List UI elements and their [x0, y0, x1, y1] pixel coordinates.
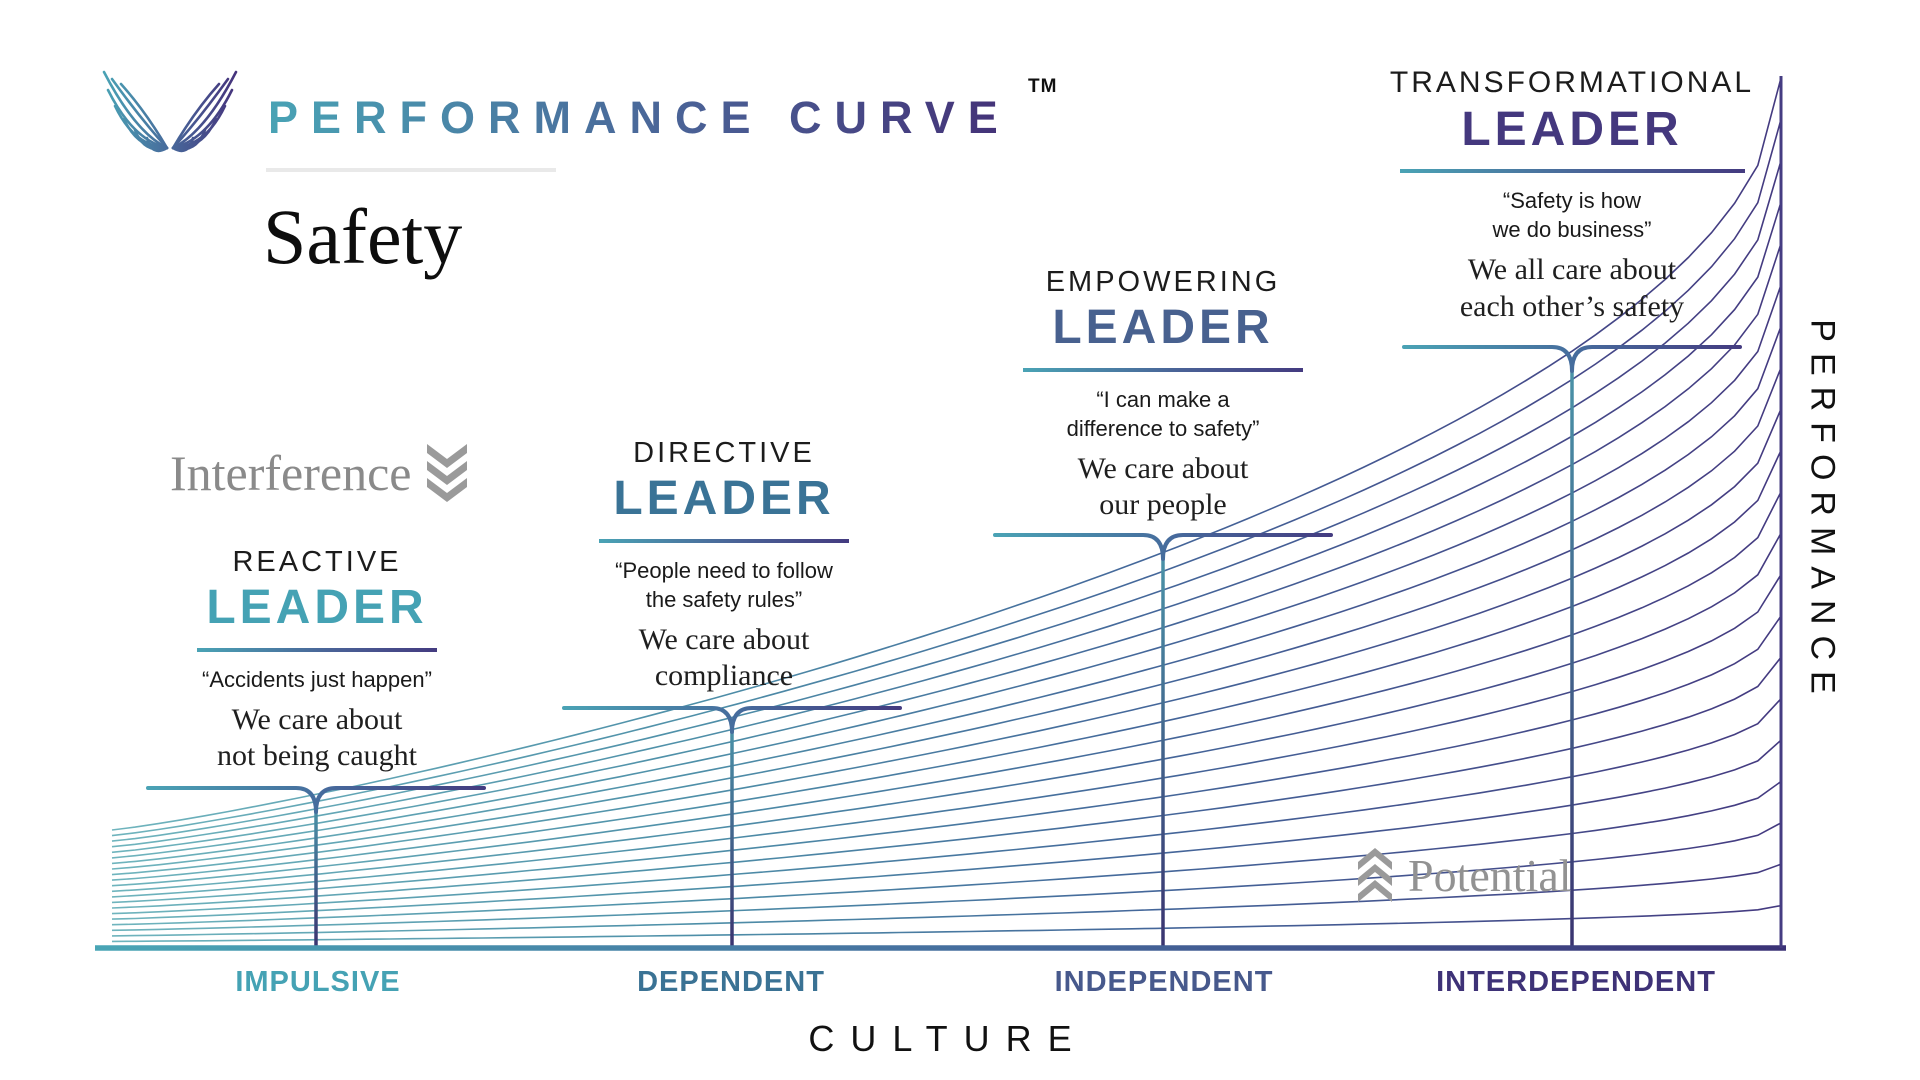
- brand-title: PERFORMANCE CURVE: [268, 92, 1011, 143]
- header-divider: [266, 168, 556, 172]
- leader-underline: [1023, 367, 1303, 372]
- leader-kicker: EMPOWERING: [1045, 266, 1281, 298]
- leader-block-directive: DIRECTIVE LEADER “People need to follow …: [489, 437, 959, 695]
- page-title: Safety: [263, 193, 463, 280]
- leader-title: LEADER: [206, 581, 428, 635]
- x-category-independent: INDEPENDENT: [1054, 966, 1274, 998]
- wings-logo-icon: [102, 70, 238, 153]
- leader-title: LEADER: [1461, 102, 1683, 156]
- leader-statement: We care about compliance: [638, 622, 810, 693]
- leader-block-transformational: TRANSFORMATIONAL LEADER “Safety is how w…: [1337, 66, 1807, 325]
- x-category-impulsive: IMPULSIVE: [235, 966, 401, 998]
- stage-bracket: [993, 533, 1333, 561]
- y-axis-title: PERFORMANCE: [1803, 319, 1842, 705]
- leader-quote: “Safety is how we do business”: [1492, 187, 1652, 242]
- leader-block-empowering: EMPOWERING LEADER “I can make a differen…: [928, 266, 1398, 524]
- interference-annotation: Interference: [170, 444, 469, 502]
- leader-title: LEADER: [1052, 301, 1274, 355]
- leader-quote: “People need to follow the safety rules”: [615, 557, 833, 612]
- stage-brackets: [146, 345, 1742, 946]
- leader-block-reactive: REACTIVE LEADER “Accidents just happen” …: [82, 546, 552, 775]
- leader-title: LEADER: [613, 472, 835, 526]
- chevrons-up-icon: [1358, 848, 1392, 902]
- leader-statement: We all care about each other’s safety: [1459, 252, 1685, 323]
- leader-statement: We care about not being caught: [217, 702, 417, 773]
- stage-bracket: [1402, 345, 1742, 373]
- potential-label: Potential: [1408, 849, 1572, 901]
- interference-label: Interference: [170, 445, 412, 501]
- x-axis-title: CULTURE: [808, 1018, 1088, 1059]
- x-category-interdependent: INTERDEPENDENT: [1436, 966, 1716, 998]
- stage-bracket: [562, 706, 902, 734]
- leader-kicker: DIRECTIVE: [633, 437, 815, 469]
- leader-kicker: TRANSFORMATIONAL: [1389, 66, 1755, 99]
- leader-kicker: REACTIVE: [232, 546, 402, 578]
- stage-bracket: [146, 786, 486, 814]
- leader-underline: [1399, 168, 1745, 173]
- leader-statement: We care about our people: [1077, 451, 1249, 522]
- trademark-symbol: TM: [1028, 76, 1058, 97]
- leader-quote: “I can make a difference to safety”: [1066, 386, 1260, 441]
- chevrons-down-icon: [427, 444, 468, 502]
- leader-underline: [599, 538, 849, 543]
- leader-underline: [197, 647, 437, 652]
- x-category-dependent: DEPENDENT: [637, 966, 825, 998]
- leader-quote: “Accidents just happen”: [202, 666, 432, 692]
- potential-annotation: Potential: [1356, 848, 1572, 902]
